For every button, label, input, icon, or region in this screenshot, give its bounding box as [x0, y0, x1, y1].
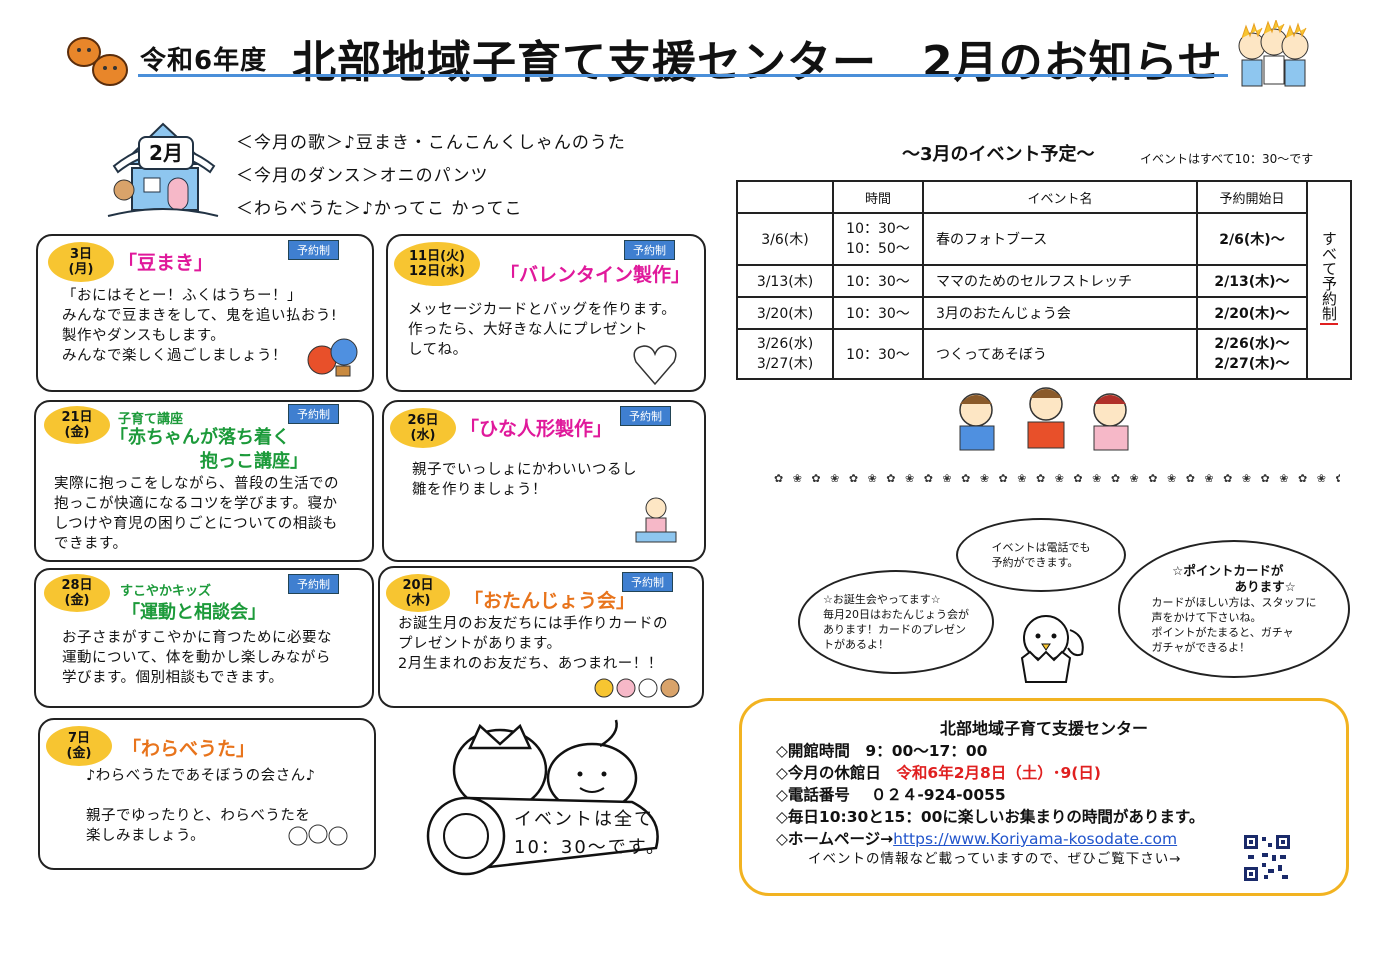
event-subtitle: 子育て講座 [118, 412, 184, 427]
daily-gathering: ◇毎日10:30と15：00に楽しいお集まりの時間があります。 [776, 808, 1205, 826]
event-body: お誕生月のお友だちには手作りカードの プレゼントがあります。 2月生まれのお友だ… [398, 616, 668, 672]
event-date: 3日 (月) [48, 242, 114, 282]
oni-illustration [304, 332, 360, 382]
oni-log-illustration [420, 718, 680, 880]
col-date [736, 180, 834, 214]
col-start: 予約開始日 [1196, 180, 1308, 214]
event-body: 実際に抱っこをしながら、普段の生活での 抱っこが快適になるコツを学びます。寝か … [54, 476, 339, 552]
title-underline [138, 74, 1228, 77]
homepage-link[interactable]: https://www.Koriyama-kosodate.com [893, 830, 1178, 848]
table-row: 3/20(木) 10：30～ 3月のおたんじょう会 2/20(木)～ [736, 296, 1351, 330]
decorative-divider: ✿ ❀ ✿ ❀ ✿ ❀ ✿ ❀ ✿ ❀ ✿ ❀ ✿ ❀ ✿ ❀ ✿ ❀ ✿ ❀ … [774, 472, 1340, 485]
event-subtitle: すこやかキッズ [120, 584, 212, 599]
event-title: 「運動と相談会」 [122, 602, 266, 623]
reservation-badge: 予約制 [620, 406, 671, 426]
reservation-badge: 予約制 [288, 404, 339, 424]
event-date: 20日 (木) [386, 574, 450, 612]
march-note: イベントはすべて10：30～です [1140, 152, 1314, 166]
closed-days: ◇今月の休館日 令和6年2月8日（土）･9(日) [776, 764, 1101, 782]
center-name: 北部地域子育て支援センター [939, 719, 1148, 738]
event-title: 「おたんじょう会」 [464, 590, 636, 612]
point-card-bubble: ☆ポイントカードが あります☆ カードがほしい方は、スタッフに 声をかけて下さい… [1118, 540, 1350, 678]
month-sign: 2月 [138, 136, 194, 170]
event-box-mamemaki: 3日 (月) 「豆まき」 予約制 「おにはそとー！ふくはうちー！」 みんなで豆ま… [36, 234, 374, 392]
table-row: 3/13(木) 10：30～ ママのためのセルフストレッチ 2/13(木)～ [736, 264, 1351, 298]
table-row: 3/6(木) 10：30～ 10：50～ 春のフォトブース 2/6(木)～ [736, 212, 1351, 266]
march-events-table: 時間 イベント名 予約開始日 すべて予約制 3/6(木) 10：30～ 10：5… [736, 180, 1352, 380]
event-box-valentine: 11日(火) 12日(水) 「バレンタイン製作」 予約制 メッセージカードとバッ… [386, 234, 706, 392]
event-title: 「豆まき」 [118, 252, 214, 274]
phone-bubble: イベントは電話でも 予約ができます。 [956, 518, 1126, 592]
center-info-box: 北部地域子育て支援センター ◇開館時間 9：00～17：00 ◇今月の休館日 令… [739, 698, 1349, 896]
phone-number: ◇電話番号 ０２４-924-0055 [776, 786, 1006, 804]
col-time: 時間 [832, 180, 924, 214]
chick-illustration [1010, 608, 1090, 686]
homepage-note: イベントの情報など載っていますので、ぜひご覧下さい→ [808, 851, 1182, 867]
animals-illustration [592, 672, 692, 708]
event-body: 親子でいっしょにかわいいつるし 雛を作りましょう！ [412, 462, 637, 498]
reservation-badge: 予約制 [622, 572, 673, 592]
event-body: メッセージカードとバッグを作ります。 作ったら、大好きな人にプレゼント してね。 [408, 302, 677, 358]
event-date: 26日 (水) [390, 408, 456, 448]
warabe-of-month: ＜わらべうた＞♪かってこ かってこ [236, 199, 523, 219]
year-label: 令和6年度 [140, 46, 268, 76]
dance-of-month: ＜今月のダンス＞オニのパンツ [236, 166, 489, 186]
page-title: 北部地域子育て支援センター 2月のお知らせ [292, 37, 1223, 88]
event-all-time: イベントは全て 10：30～です。 [514, 809, 667, 858]
event-box-warabe: 7日 (金) 「わらべうた」 ♪わらべうたであそぼうの会さん♪ 親子でゆったりと… [38, 718, 376, 870]
event-box-undo: 28日 (金) すこやかキッズ 「運動と相談会」 予約制 お子さまがすこやかに育… [34, 568, 374, 708]
heart-bag-illustration [630, 340, 680, 390]
march-title: ～3月のイベント予定～ [902, 144, 1095, 165]
qr-code[interactable] [1244, 835, 1290, 881]
reservation-badge: 予約制 [288, 240, 339, 260]
opening-hours: ◇開館時間 9：00～17：00 [776, 742, 988, 760]
children-illustration [1232, 18, 1314, 98]
event-body: お子さまがすこやかに育つために必要な 運動について、体を動かし楽しみながら 学び… [62, 630, 332, 686]
table-header-row: 時間 イベント名 予約開始日 すべて予約制 [736, 180, 1352, 380]
event-box-dakko: 21日 (金) 子育て講座 「赤ちゃんが落ち着く 抱っこ講座」 予約制 実際に抱… [34, 400, 374, 562]
event-date: 11日(火) 12日(水) [394, 242, 480, 286]
event-date: 28日 (金) [44, 574, 110, 612]
kids-group-illustration [286, 820, 352, 860]
event-box-birthday: 20日 (木) 「おたんじょう会」 予約制 お誕生月のお友だちには手作りカードの… [378, 566, 704, 708]
house-illustration: 2月 [104, 116, 222, 222]
song-of-month: ＜今月の歌＞♪豆まき・こんこんくしゃんのうた [236, 133, 626, 153]
mittens-illustration [64, 30, 130, 90]
event-body: 「おにはそとー！ふくはうちー！」 みんなで豆まきをして、鬼を追い払おう! 製作や… [62, 288, 338, 364]
table-row: 3/26(水) 3/27(木) 10：30～ つくってあそぼう 2/26(水)～… [736, 328, 1351, 380]
birthday-bubble: ☆お誕生会やってます☆ 毎月20日はおたんじょう会が あります！カードのプレゼン… [798, 570, 994, 674]
event-date: 7日 (金) [46, 726, 112, 766]
event-title: 「赤ちゃんが落ち着く 抱っこ講座」 [110, 427, 308, 472]
event-title: 「わらべうた」 [122, 738, 256, 760]
event-box-hina: 26日 (水) 「ひな人形製作」 予約制 親子でいっしょにかわいいつるし 雛を作… [382, 400, 706, 562]
event-title: 「ひな人形製作」 [460, 418, 613, 440]
homepage-row: ◇ホームページ→https://www.Koriyama-kosodate.co… [776, 830, 1178, 848]
all-reservation-label: すべて予約制 [1306, 180, 1352, 380]
event-title: 「バレンタイン製作」 [500, 264, 691, 286]
reservation-badge: 予約制 [288, 574, 339, 594]
col-event: イベント名 [922, 180, 1198, 214]
reservation-badge: 予約制 [624, 240, 675, 260]
event-date: 21日 (金) [44, 406, 110, 444]
child-doll-illustration [634, 494, 680, 548]
event-body: ♪わらべうたであそぼうの会さん♪ 親子でゆったりと、わらべうたを 楽しみましょう… [86, 768, 316, 844]
kids-crafting-illustration [940, 382, 1160, 460]
